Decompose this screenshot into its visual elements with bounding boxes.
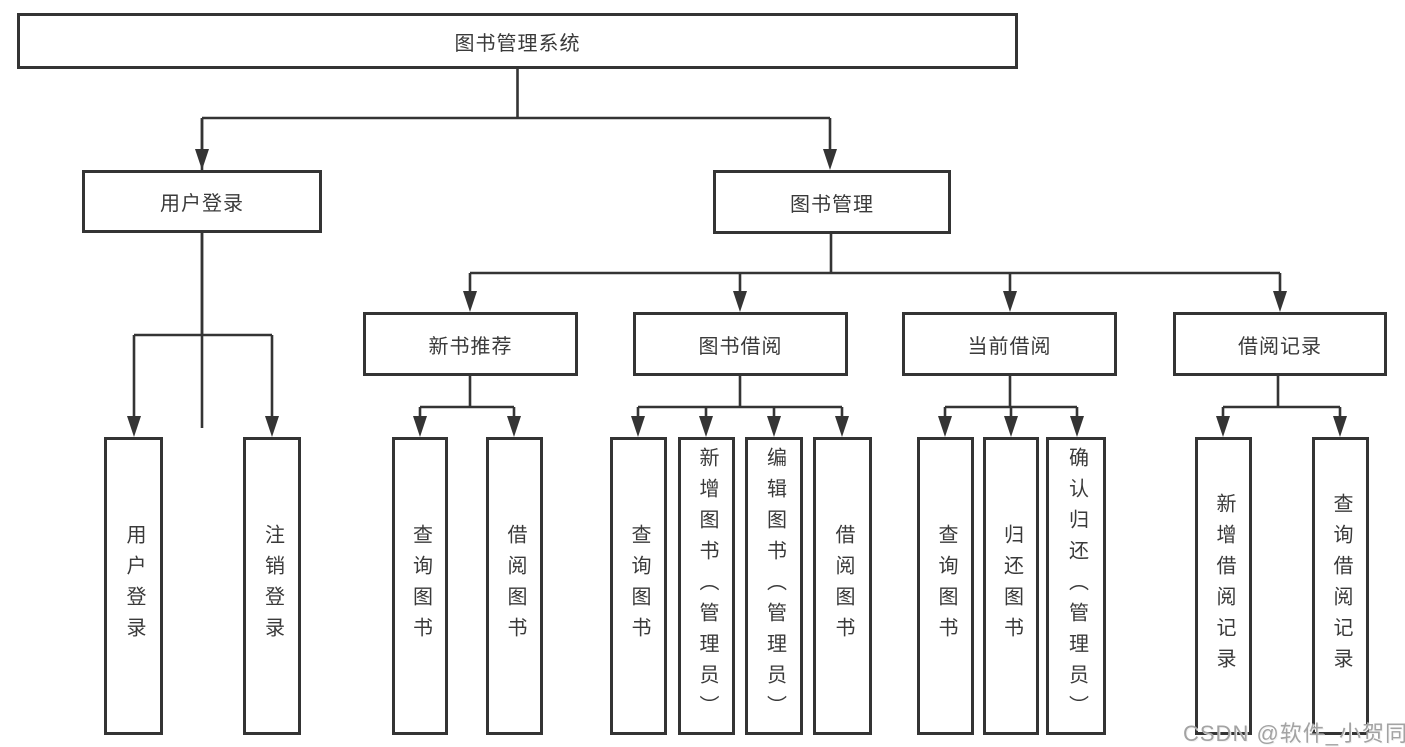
leaf-current-confirm-return-admin: 确认归还（管理员） xyxy=(1046,437,1106,735)
connector-record xyxy=(1221,376,1342,428)
node-book-management: 图书管理 xyxy=(713,170,951,234)
leaf-borrow-edit-book-admin: 编辑图书（管理员） xyxy=(745,437,803,735)
node-current-borrow: 当前借阅 xyxy=(902,312,1117,376)
node-book-management-label: 图书管理 xyxy=(790,193,874,216)
leaf-borrow-borrow-book: 借阅图书 xyxy=(813,437,872,735)
node-book-borrow: 图书借阅 xyxy=(633,312,848,376)
connector-current xyxy=(943,376,1079,428)
node-root-label: 图书管理系统 xyxy=(454,32,581,55)
node-new-book-recommend: 新书推荐 xyxy=(363,312,578,376)
node-borrow-record: 借阅记录 xyxy=(1173,312,1387,376)
leaf-logout: 注销登录 xyxy=(243,437,301,735)
csdn-watermark: CSDN @软件_小贺同学 xyxy=(1183,721,1405,746)
leaf-current-query-book: 查询图书 xyxy=(917,437,974,735)
leaf-user-login: 用户登录 xyxy=(104,437,163,735)
leaf-record-add-borrow-record: 新增借阅记录 xyxy=(1195,437,1252,735)
leaf-current-return-book: 归还图书 xyxy=(983,437,1039,735)
leaf-recommend-query-book-label: 查询图书 xyxy=(409,524,432,648)
leaf-recommend-borrow-book: 借阅图书 xyxy=(486,437,543,735)
node-user-login-label: 用户登录 xyxy=(160,193,244,215)
connector-recommend xyxy=(418,376,516,428)
connector-borrow xyxy=(636,376,844,428)
leaf-borrow-query-book-label: 查询图书 xyxy=(628,524,650,648)
node-new-book-recommend-label: 新书推荐 xyxy=(428,335,513,358)
node-book-borrow-label: 图书借阅 xyxy=(698,335,783,358)
leaf-current-confirm-return-admin-label: 确认归还（管理员） xyxy=(1065,446,1088,726)
leaf-recommend-query-book: 查询图书 xyxy=(392,437,448,735)
leaf-current-query-book-label: 查询图书 xyxy=(935,524,957,648)
leaf-borrow-borrow-book-label: 借阅图书 xyxy=(832,524,854,648)
leaf-record-query-borrow-record-label: 查询借阅记录 xyxy=(1330,493,1352,679)
leaf-recommend-borrow-book-label: 借阅图书 xyxy=(504,524,526,648)
leaf-logout-label: 注销登录 xyxy=(261,524,284,648)
leaf-borrow-add-book-admin: 新增图书（管理员） xyxy=(678,437,735,735)
connector-mgmt xyxy=(468,234,1282,303)
leaf-current-return-book-label: 归还图书 xyxy=(1000,524,1023,648)
leaf-borrow-edit-book-admin-label: 编辑图书（管理员） xyxy=(763,446,786,726)
leaf-borrow-query-book: 查询图书 xyxy=(610,437,667,735)
node-current-borrow-label: 当前借阅 xyxy=(967,335,1052,358)
leaf-borrow-add-book-admin-label: 新增图书（管理员） xyxy=(696,446,718,726)
leaf-record-add-borrow-record-label: 新增借阅记录 xyxy=(1213,493,1235,679)
leaf-user-login-label: 用户登录 xyxy=(123,524,145,648)
node-root: 图书管理系统 xyxy=(17,13,1018,69)
node-borrow-record-label: 借阅记录 xyxy=(1238,335,1322,358)
leaf-record-query-borrow-record: 查询借阅记录 xyxy=(1312,437,1369,735)
node-user-login: 用户登录 xyxy=(82,170,322,233)
connector-login xyxy=(132,233,274,428)
